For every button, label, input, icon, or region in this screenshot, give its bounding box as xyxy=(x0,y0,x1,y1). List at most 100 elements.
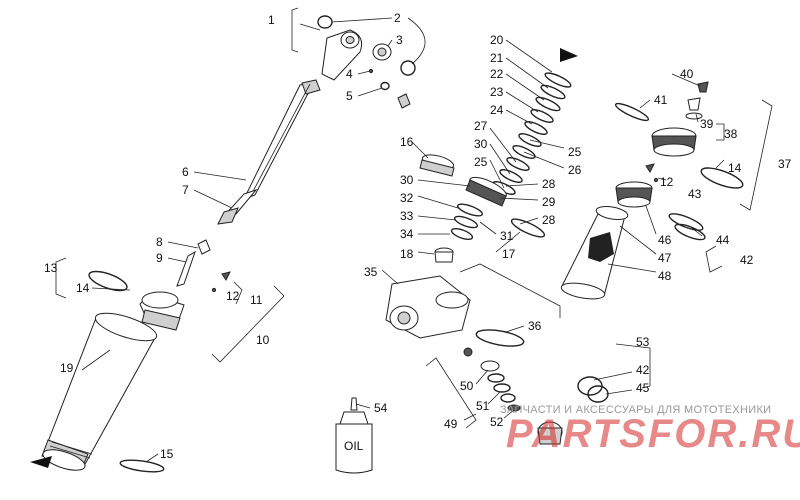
part-14-oring-right xyxy=(700,167,744,189)
callout-27: 27 xyxy=(474,119,488,133)
bracket-37 xyxy=(739,99,773,211)
callout-23: 23 xyxy=(490,85,504,99)
bracket-13 xyxy=(55,257,67,299)
oil-bottle-label: OIL xyxy=(344,439,364,453)
callout-33: 33 xyxy=(400,209,414,223)
part-12-ball-right xyxy=(653,177,659,183)
part-45-oring xyxy=(587,385,609,403)
callout-16: 16 xyxy=(400,135,414,149)
callout-31: 31 xyxy=(500,229,514,243)
callout-25-left: 25 xyxy=(474,155,488,169)
part-6-shaft xyxy=(243,79,321,200)
callout-37: 37 xyxy=(778,157,792,171)
callout-42-lower: 42 xyxy=(636,363,650,377)
callout-14-right: 14 xyxy=(728,161,742,175)
part-35-lower-mount xyxy=(385,275,471,339)
callout-11: 11 xyxy=(250,293,263,307)
part-14-oring-left xyxy=(88,270,128,292)
callout-44: 44 xyxy=(716,233,730,247)
oil-bottle-icon: OIL xyxy=(335,397,373,474)
bracket-49 xyxy=(425,357,477,429)
callout-54: 54 xyxy=(374,401,388,415)
bracket-53 xyxy=(615,343,651,389)
callout-47: 47 xyxy=(658,251,672,265)
callout-28-top: 28 xyxy=(542,177,556,191)
part-2-circlip-lower xyxy=(400,60,416,76)
leader-lines xyxy=(81,17,725,463)
part-9-bolt xyxy=(176,250,196,287)
part-17-ring xyxy=(510,218,546,238)
callout-12-left: 12 xyxy=(226,289,240,303)
part-44-oring-a xyxy=(668,213,704,231)
part-3-bushing xyxy=(372,43,392,61)
part-51-valve-stack xyxy=(480,360,521,412)
part-48-reservoir xyxy=(560,205,629,300)
callout-38: 38 xyxy=(724,127,738,141)
callout-50: 50 xyxy=(460,379,474,393)
bracket-11 xyxy=(233,281,243,305)
callout-41: 41 xyxy=(654,93,668,107)
part-50-nut xyxy=(463,347,473,357)
callout-34: 34 xyxy=(400,227,414,241)
part-16-spacer xyxy=(419,154,455,177)
callout-30-top: 30 xyxy=(474,137,488,151)
part-10-end-cap xyxy=(139,291,185,331)
callout-32: 32 xyxy=(400,191,414,205)
part-8-nut xyxy=(197,239,211,255)
part-29-piston xyxy=(465,176,507,207)
bracket-42 xyxy=(705,245,723,273)
callout-52: 52 xyxy=(490,415,504,429)
part-39-valve xyxy=(685,97,703,120)
part-46-floating-piston xyxy=(615,181,653,208)
part-18-bumper xyxy=(434,247,454,263)
callout-2: 2 xyxy=(394,11,401,25)
part-52-adjuster xyxy=(537,421,563,445)
part-36-oring xyxy=(475,329,525,347)
part-38-end-cap xyxy=(651,127,697,157)
part-15-ring xyxy=(119,459,165,473)
callout-49: 49 xyxy=(444,417,458,431)
part-12-ball-left xyxy=(211,287,217,293)
callout-26: 26 xyxy=(568,163,582,177)
callout-15: 15 xyxy=(160,447,174,461)
callout-35: 35 xyxy=(364,265,378,279)
callout-3: 3 xyxy=(396,33,403,47)
callout-8: 8 xyxy=(156,235,163,249)
part-2-circlip-upper xyxy=(317,15,333,29)
watermark-tagline: ЗАПЧАСТИ И АКСЕССУАРЫ ДЛЯ МОТОТЕХНИКИ xyxy=(500,404,772,416)
callout-43: 43 xyxy=(688,187,702,201)
callout-22: 22 xyxy=(490,67,504,81)
part-5-oring xyxy=(380,81,390,91)
part-7-shaft-end xyxy=(217,188,258,225)
callout-labels: 1 2 3 4 5 6 7 8 9 10 11 12 13 14 15 16 1… xyxy=(44,11,792,461)
callout-30-side: 30 xyxy=(400,173,414,187)
bracket-1 xyxy=(291,7,299,53)
callout-7: 7 xyxy=(182,183,189,197)
bracket-10 xyxy=(211,285,285,363)
callout-40: 40 xyxy=(680,67,694,81)
watermark-logo: PARTSFOR.RU xyxy=(506,412,800,456)
callout-12-right: 12 xyxy=(660,175,674,189)
callout-18: 18 xyxy=(400,247,414,261)
part-12-screw-left xyxy=(221,271,231,281)
callout-28-bottom: 28 xyxy=(542,213,556,227)
part-41-snap-ring xyxy=(614,102,650,122)
callout-10: 10 xyxy=(256,333,270,347)
callout-5: 5 xyxy=(346,89,353,103)
bracket-38 xyxy=(716,123,725,141)
arrow-indicator-icon xyxy=(30,456,52,468)
callout-21: 21 xyxy=(490,51,504,65)
part-40-valve-cap xyxy=(697,81,709,93)
callout-29: 29 xyxy=(542,195,556,209)
callout-14-left: 14 xyxy=(76,281,90,295)
part-1-top-eyelet xyxy=(321,29,363,81)
callout-24: 24 xyxy=(490,103,504,117)
part-19-shock-body xyxy=(41,312,158,471)
callout-36: 36 xyxy=(528,319,542,333)
part-44-oring-b xyxy=(674,223,706,241)
callout-39: 39 xyxy=(700,117,714,131)
callout-17: 17 xyxy=(502,247,516,261)
part-32-washer xyxy=(457,203,483,217)
